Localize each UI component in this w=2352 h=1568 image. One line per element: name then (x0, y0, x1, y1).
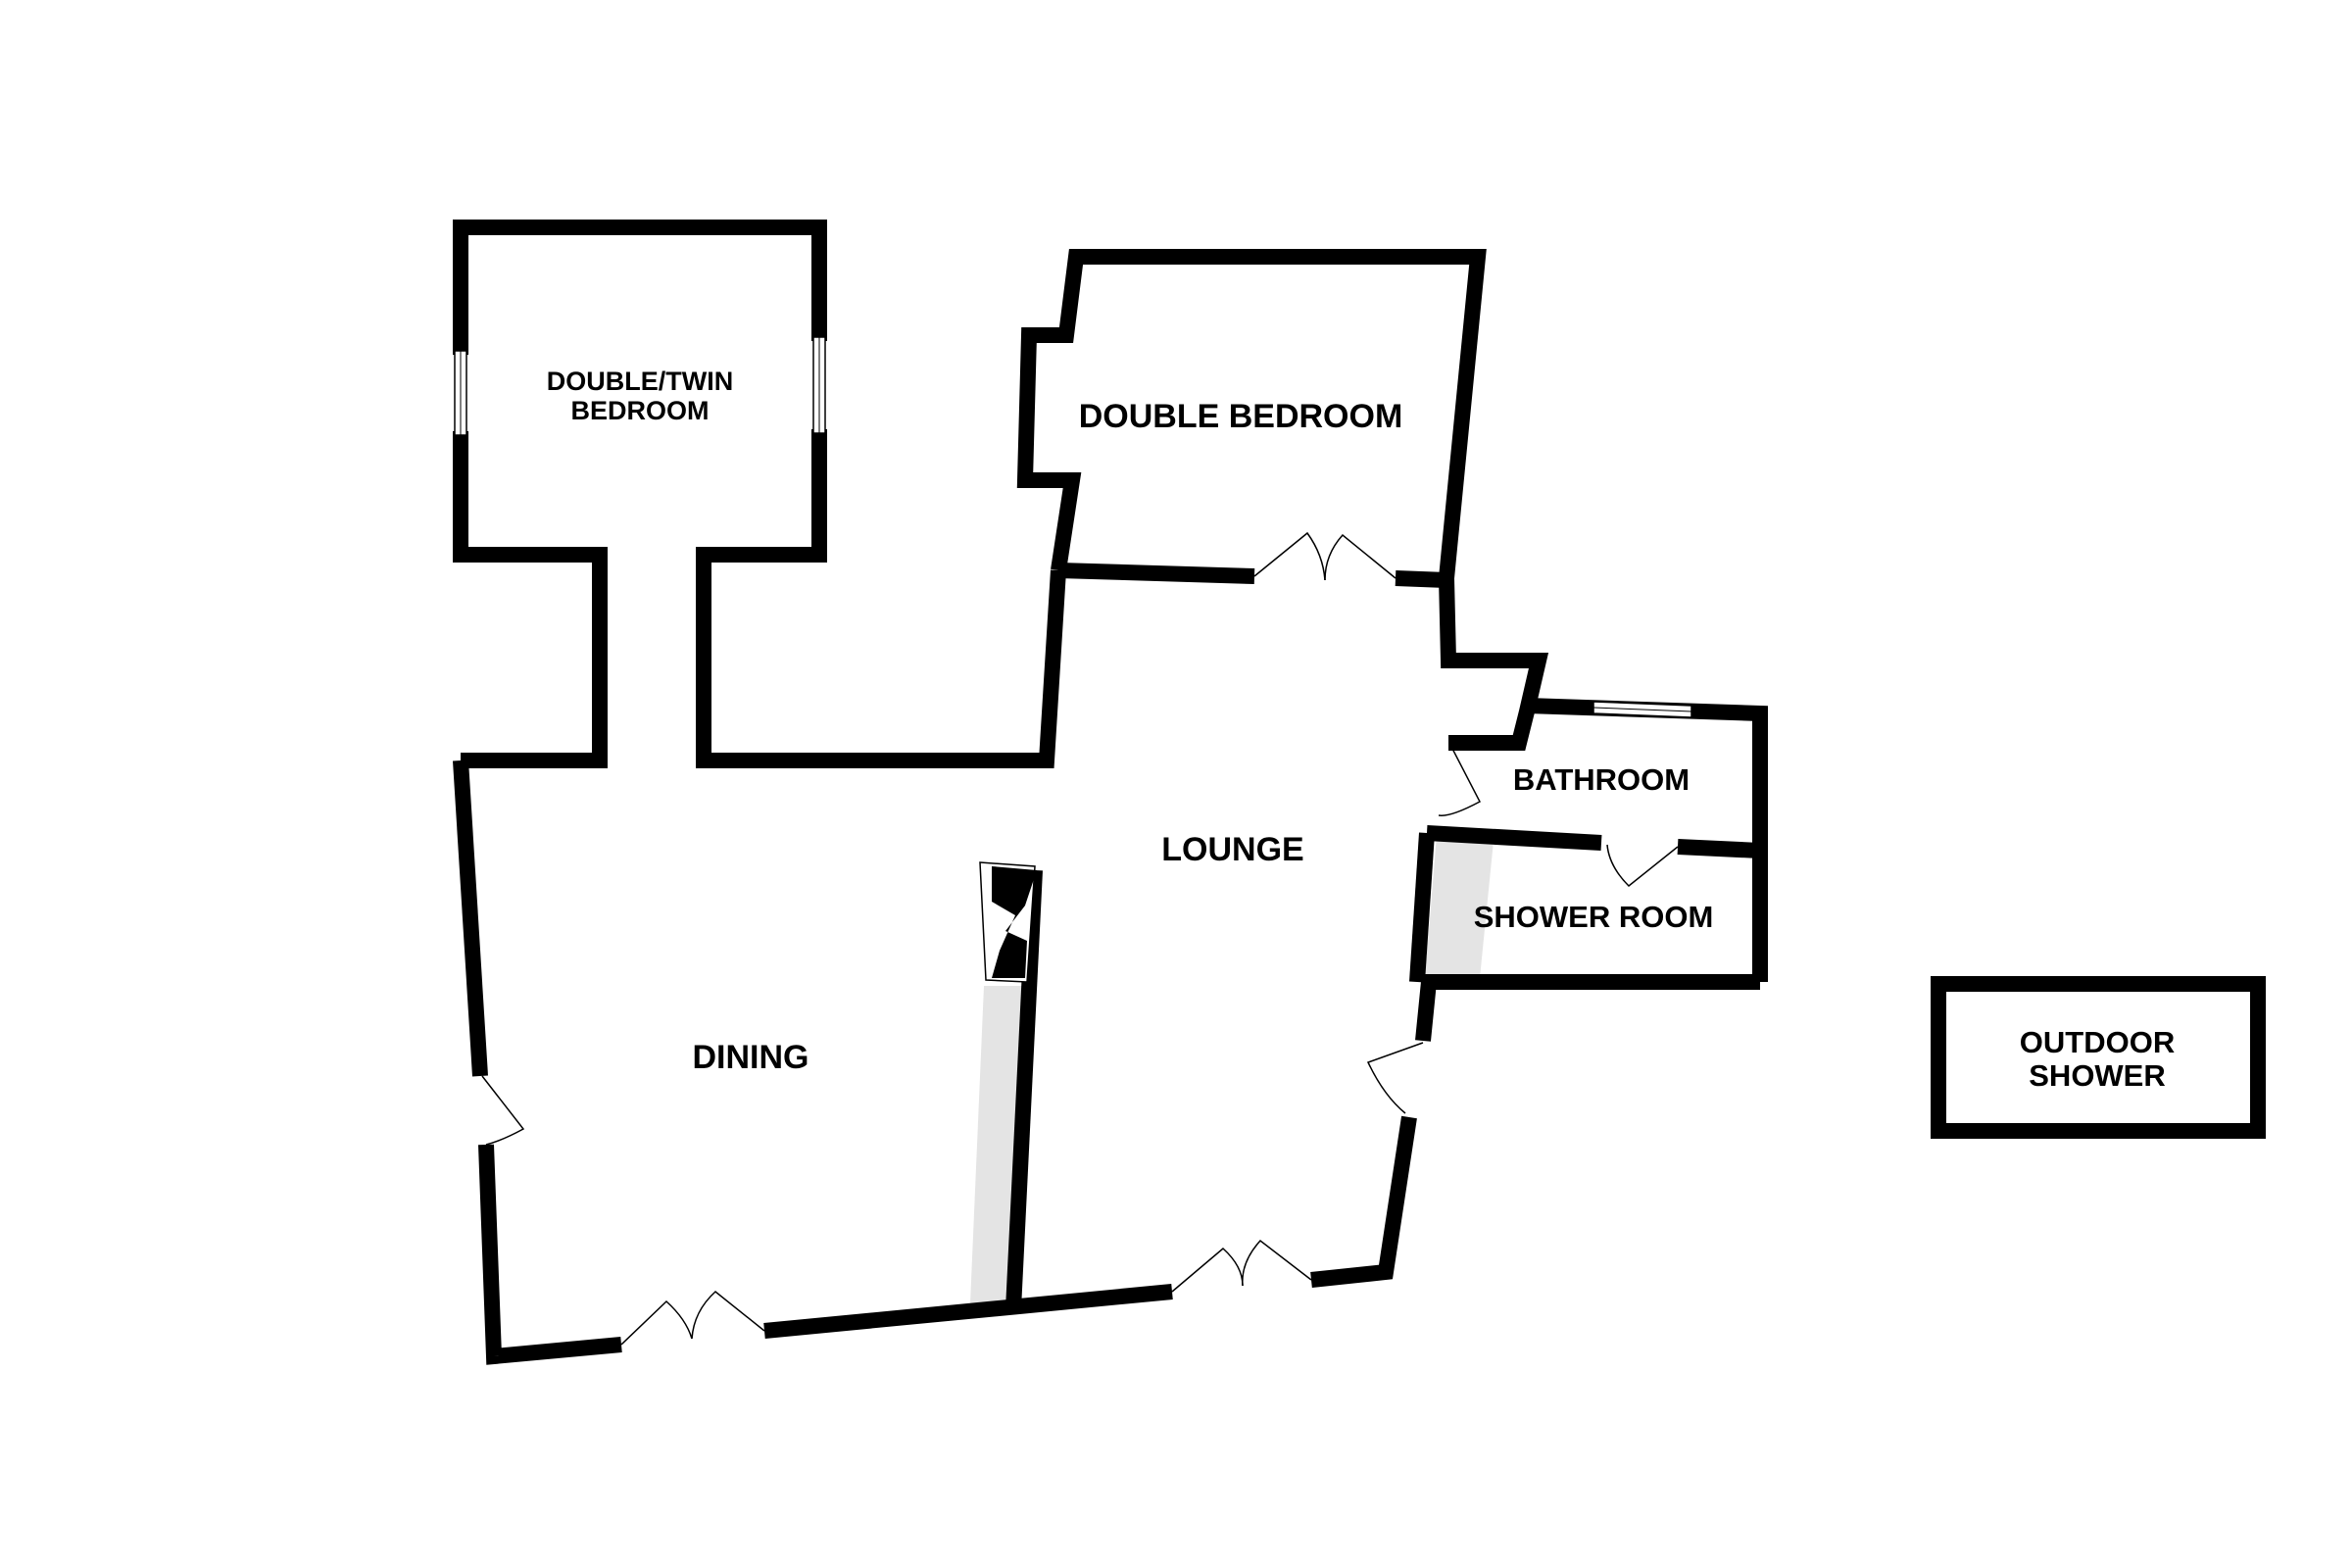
lounge-dining-walls (453, 760, 1760, 1365)
fireplace (979, 861, 1037, 983)
shower-room-door (1606, 844, 1679, 888)
room-labels: DOUBLE/TWIN BEDROOM DOUBLE BEDROOM LOUNG… (547, 367, 2175, 1093)
dining-west-wall-lower (478, 1144, 622, 1365)
double-bedroom-walls (1016, 249, 1549, 751)
dining-south-wall (763, 1284, 1173, 1339)
dining-west-wall-upper (453, 760, 488, 1077)
windows (454, 336, 1692, 718)
twin-bedroom-west-window (454, 350, 467, 436)
double-twin-bedroom-walls (453, 220, 1066, 768)
double-bedroom-outer-wall (1016, 249, 1549, 751)
lounge-east-wall (1415, 974, 1760, 1042)
lounge-south-east-wall (1310, 1115, 1417, 1288)
bathroom-window (1592, 701, 1692, 718)
dining-lounge-divider (1005, 869, 1043, 1310)
bathroom-door (1438, 744, 1482, 816)
outdoor-shower-label-line2: SHOWER (2029, 1058, 2166, 1093)
shower-room-shade (1425, 835, 1494, 978)
lounge-label: LOUNGE (1161, 831, 1303, 868)
lounge-east-wall-upper (1409, 832, 1435, 983)
twin-bedroom-label-line2: BEDROOM (571, 396, 710, 425)
double-bedroom-label: DOUBLE BEDROOM (1079, 398, 1403, 435)
fireplace-chimney (992, 866, 1037, 978)
twin-bedroom-label-line1: DOUBLE/TWIN (547, 367, 733, 396)
dining-west-door (481, 1075, 525, 1146)
twin-bedroom-east-window (812, 336, 826, 434)
bathroom-shower-divider-west (1426, 825, 1602, 851)
outdoor-shower-label-line1: OUTDOOR (2020, 1025, 2175, 1059)
double-bedroom-south-wall-west (1057, 563, 1255, 584)
outdoor-shower-walls (1931, 976, 2266, 1139)
dining-label: DINING (693, 1039, 809, 1076)
lounge-south-double-door (1171, 1239, 1312, 1293)
bathroom-shower-divider-east (1677, 839, 1761, 858)
double-bedroom-double-door (1253, 531, 1396, 581)
twin-bedroom-west-wall-lower (453, 431, 608, 768)
doors (481, 531, 1679, 1346)
lounge-east-door (1366, 1042, 1424, 1114)
twin-bedroom-east-wall-lower (696, 429, 1066, 768)
shower-room-label: SHOWER ROOM (1474, 900, 1714, 934)
dining-south-double-door (620, 1291, 765, 1346)
bathroom-label: BATHROOM (1513, 762, 1690, 797)
twin-bedroom-west-wall-upper (453, 220, 827, 355)
double-bedroom-south-wall-east (1395, 570, 1447, 588)
